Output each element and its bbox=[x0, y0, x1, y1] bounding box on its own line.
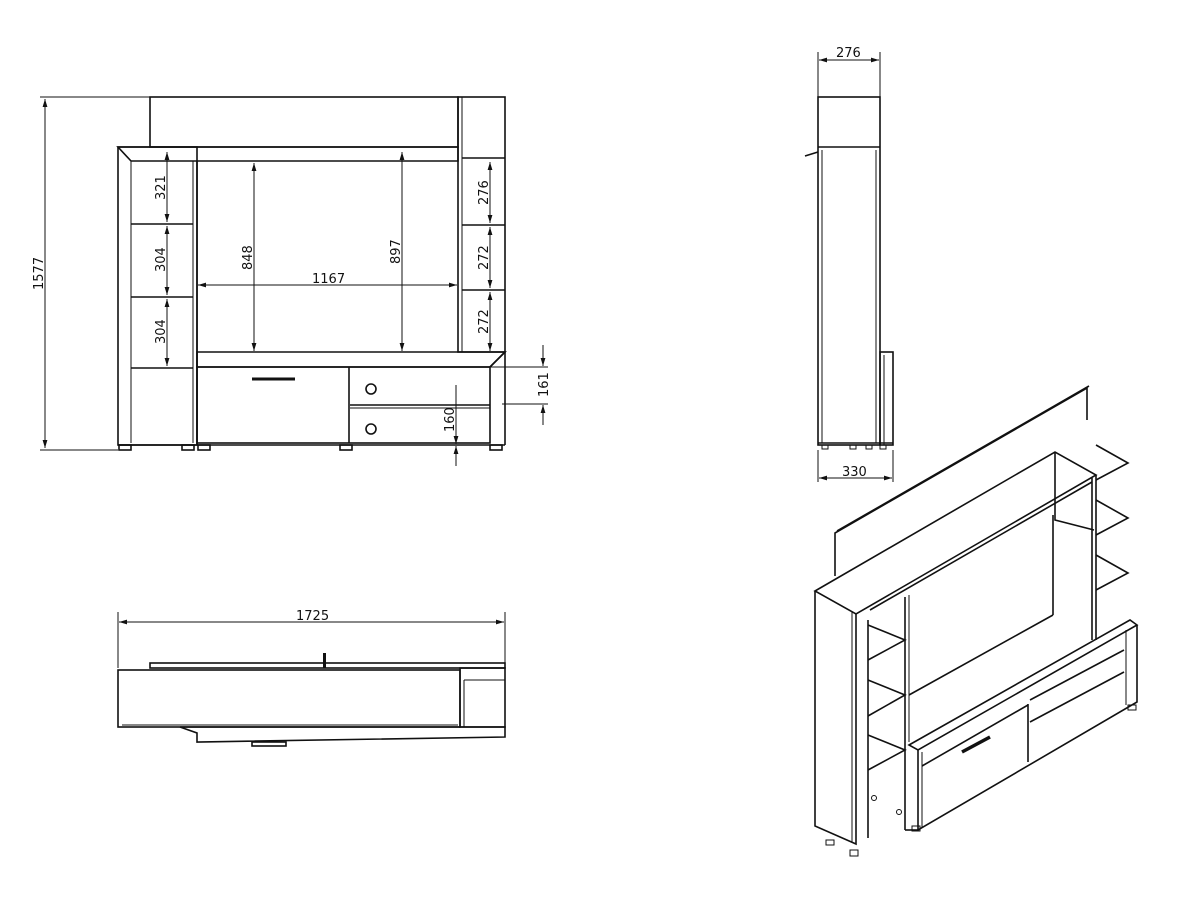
dim-left-shelf-3: 304 bbox=[154, 319, 169, 344]
dim-right-shelf-2: 272 bbox=[477, 245, 492, 270]
dim-overall-width: 1725 bbox=[296, 609, 329, 624]
drawer-knob bbox=[365, 383, 377, 395]
dim-side-base-depth: 330 bbox=[842, 465, 867, 480]
handle-indicator bbox=[323, 653, 326, 668]
dim-overall-height: 1577 bbox=[32, 257, 47, 290]
dim-tv-width: 1167 bbox=[312, 272, 345, 287]
dim-drawer-top: 161 bbox=[537, 372, 552, 397]
dim-left-shelf-2: 304 bbox=[154, 247, 169, 272]
dim-right-shelf-1: 276 bbox=[477, 180, 492, 205]
dim-right-shelf-3: 272 bbox=[477, 309, 492, 334]
top-view: 1725 bbox=[117, 609, 506, 747]
dim-left-shelf-1: 321 bbox=[154, 175, 169, 200]
dim-tv-height-right: 897 bbox=[389, 239, 404, 264]
side-view: 276 330 bbox=[804, 46, 894, 482]
isometric-view bbox=[813, 385, 1139, 857]
dim-drawer-bottom: 160 bbox=[443, 407, 458, 432]
front-view: 1577 321 304 304 848 897 1167 276 272 27… bbox=[32, 96, 552, 466]
dim-tv-height-left: 848 bbox=[241, 245, 256, 270]
dim-side-top-depth: 276 bbox=[836, 46, 861, 61]
drawer-knob bbox=[365, 423, 377, 435]
iso-door-handle bbox=[961, 735, 991, 754]
